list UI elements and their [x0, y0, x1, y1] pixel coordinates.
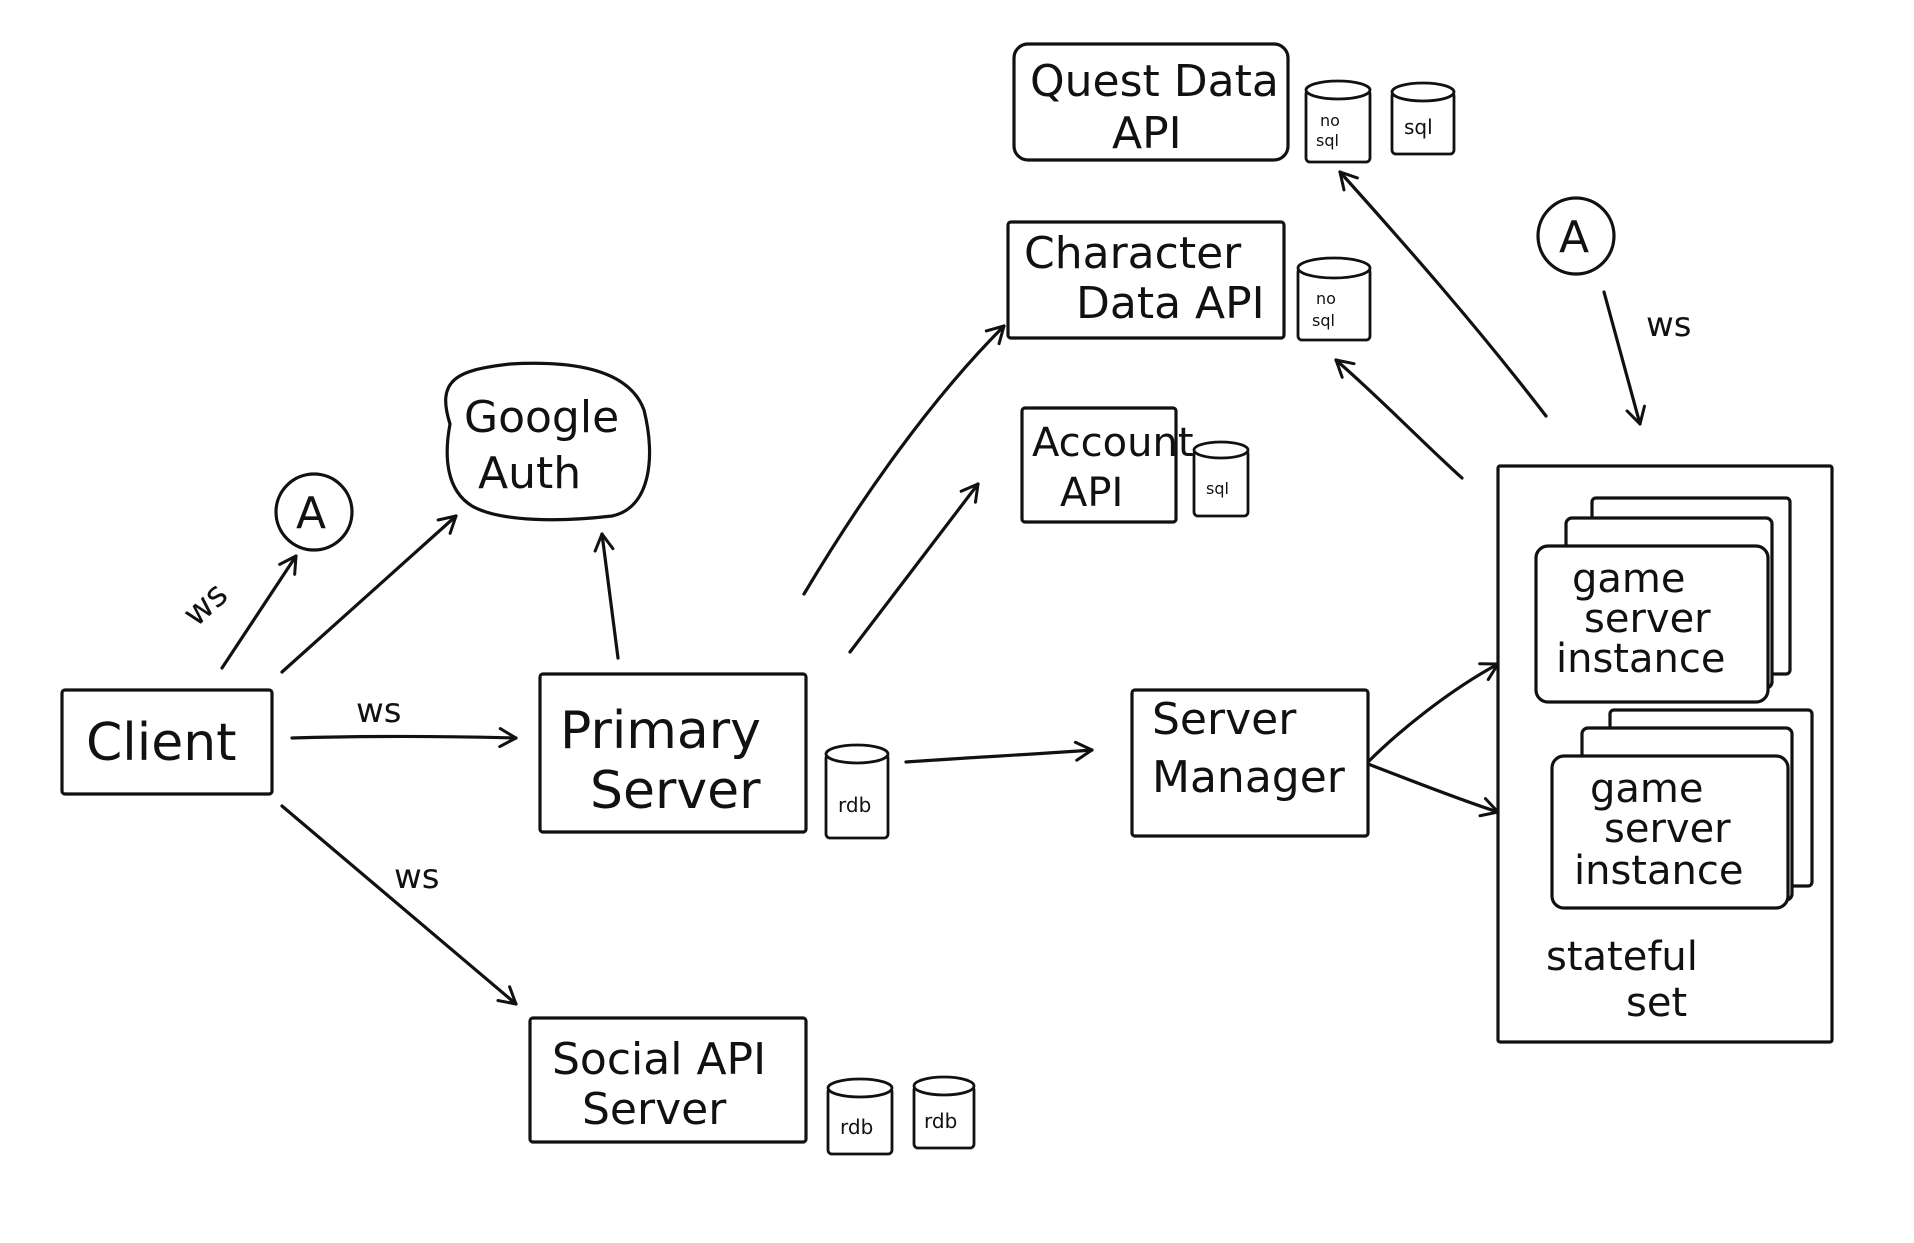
svg-text:Quest Data: Quest Data	[1030, 56, 1279, 107]
edge-statefulset-to-character-api	[1334, 358, 1464, 480]
quest-data-api-node: Quest Data API	[1012, 42, 1290, 162]
game-server-instance-stack-2: game server instance	[1550, 708, 1814, 910]
client-node: Client	[60, 688, 274, 796]
svg-text:server: server	[1584, 596, 1711, 642]
svg-text:API: API	[1060, 470, 1123, 516]
svg-text:instance: instance	[1574, 848, 1743, 894]
svg-text:instance: instance	[1556, 636, 1725, 682]
svg-text:Character: Character	[1024, 228, 1242, 279]
game-server-instance-stack-1: game server instance	[1534, 496, 1792, 704]
svg-text:rdb: rdb	[840, 1115, 873, 1139]
svg-text:Social API: Social API	[552, 1034, 766, 1085]
svg-text:rdb: rdb	[838, 793, 871, 817]
server-manager-node: Server Manager	[1130, 688, 1370, 838]
edge-primary-to-character-api	[802, 324, 1006, 596]
quest-nosql-db-icon: no sql	[1304, 79, 1372, 164]
stateful-set-label-2: set	[1626, 980, 1687, 1026]
svg-text:sql: sql	[1316, 131, 1339, 150]
character-nosql-db-icon: no sql	[1296, 256, 1372, 342]
svg-text:game: game	[1572, 556, 1685, 602]
svg-text:sql: sql	[1404, 115, 1433, 139]
edge-client-to-social	[280, 804, 518, 1006]
edge-client-to-google-auth	[280, 514, 458, 674]
edge-manager-to-instance-2	[1366, 762, 1500, 818]
svg-text:Manager: Manager	[1152, 752, 1346, 803]
edge-primary-to-server-manager	[904, 740, 1094, 764]
edge-label-client-to-social: ws	[394, 857, 440, 897]
svg-text:Server: Server	[582, 1084, 727, 1135]
edge-label-a-to-statefulset: ws	[1646, 305, 1692, 345]
account-api-node: Account API	[1020, 406, 1194, 524]
stateful-set-label-1: stateful	[1546, 934, 1698, 980]
social-rdb-db-icon-1: rdb	[826, 1077, 894, 1156]
svg-text:Google: Google	[464, 392, 619, 443]
svg-text:no: no	[1320, 111, 1340, 130]
edge-label-client-to-a: ws	[175, 574, 236, 634]
svg-text:Account: Account	[1032, 420, 1194, 466]
edge-client-to-a	[220, 554, 298, 670]
edge-primary-to-account-api	[848, 482, 980, 654]
connector-a-top: A	[274, 472, 354, 552]
svg-text:Auth: Auth	[478, 448, 581, 499]
svg-text:A: A	[296, 488, 326, 539]
edges	[220, 170, 1646, 1006]
edge-manager-to-instance-1	[1366, 662, 1500, 764]
quest-sql-db-icon: sql	[1390, 81, 1456, 156]
edge-label-client-to-primary: ws	[356, 691, 402, 731]
svg-text:no: no	[1316, 289, 1336, 308]
stateful-set-container: game server instance game server instanc…	[1496, 464, 1834, 1044]
edge-client-to-primary	[290, 727, 518, 749]
social-api-server-node: Social API Server	[528, 1016, 808, 1144]
edge-a-to-statefulset	[1602, 290, 1646, 426]
account-sql-db-icon: sql	[1192, 440, 1250, 518]
connector-a-right: A	[1536, 196, 1616, 276]
svg-text:Data API: Data API	[1076, 278, 1265, 329]
svg-text:Server: Server	[1152, 694, 1297, 745]
svg-text:A: A	[1559, 212, 1589, 263]
svg-text:Primary: Primary	[560, 701, 761, 761]
social-rdb-db-icon-2: rdb	[912, 1075, 976, 1150]
edge-primary-to-google-auth	[593, 532, 620, 660]
svg-text:server: server	[1604, 806, 1731, 852]
primary-rdb-db-icon: rdb	[824, 743, 890, 840]
svg-text:Server: Server	[590, 761, 761, 821]
svg-text:API: API	[1112, 108, 1182, 159]
svg-text:rdb: rdb	[924, 1109, 957, 1133]
svg-text:sql: sql	[1312, 311, 1335, 330]
primary-server-node: Primary Server	[538, 672, 808, 834]
svg-text:sql: sql	[1206, 479, 1229, 498]
character-data-api-node: Character Data API	[1006, 220, 1286, 340]
google-auth-node: Google Auth	[444, 361, 652, 522]
svg-text:Client: Client	[86, 713, 237, 773]
edge-statefulset-to-quest-api	[1338, 170, 1548, 418]
svg-text:game: game	[1590, 766, 1703, 812]
